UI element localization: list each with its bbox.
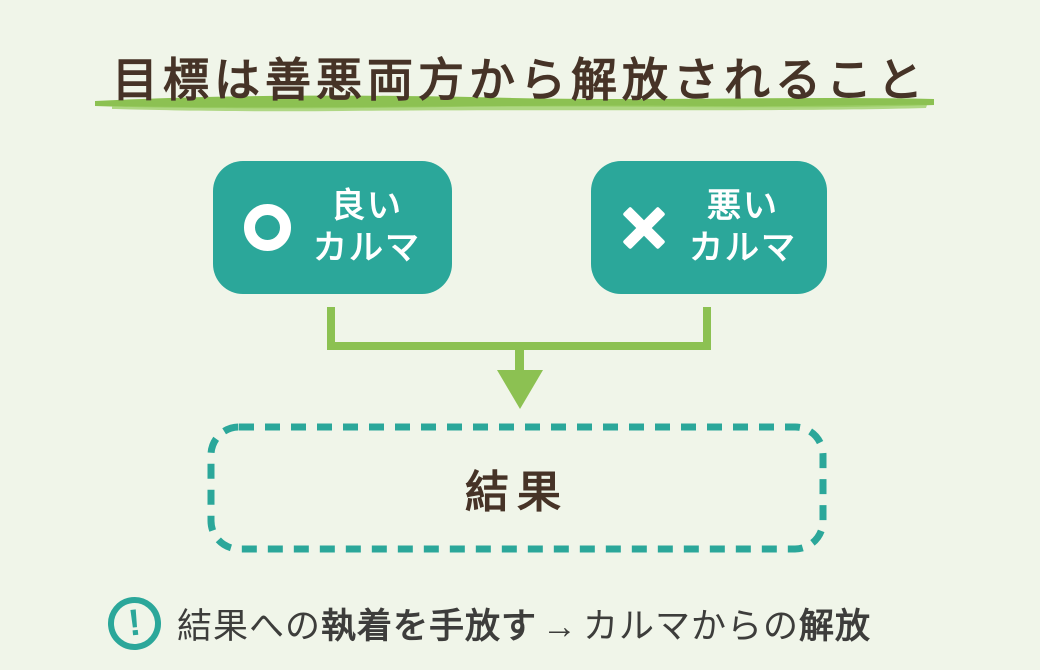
connector-line-left xyxy=(327,307,335,350)
bad-karma-label: 悪い カルマ xyxy=(689,186,797,269)
bad-karma-line1: 悪い xyxy=(707,187,779,226)
result-dashed-border xyxy=(207,423,827,553)
note: ! 結果への執着を手放す→カルマからの解放 xyxy=(105,594,871,653)
note-part3: カルマからの xyxy=(583,607,800,646)
result-label: 結果 xyxy=(465,468,569,517)
note-part2-bold: 執着を手放す xyxy=(321,607,538,646)
exclamation-circle-icon: ! xyxy=(105,594,164,653)
page-title: 目標は善悪両方から解放されること xyxy=(112,54,928,106)
note-part4-bold: 解放 xyxy=(799,607,872,646)
connector-line-right xyxy=(703,307,711,350)
good-karma-line2: カルマ xyxy=(313,228,421,267)
title-underline-brush-icon xyxy=(95,95,934,112)
good-karma-box: 良い カルマ xyxy=(213,161,452,294)
note-text: 結果への執着を手放す→カルマからの解放 xyxy=(177,598,871,649)
good-karma-label: 良い カルマ xyxy=(313,186,421,269)
down-arrow-icon xyxy=(497,370,543,409)
bad-karma-box: 悪い カルマ xyxy=(591,161,827,294)
circle-outline-icon xyxy=(244,204,291,251)
exclamation-glyph: ! xyxy=(126,600,143,644)
bad-karma-line2: カルマ xyxy=(689,228,797,267)
right-arrow-glyph: → xyxy=(542,607,579,646)
good-karma-line1: 良い xyxy=(331,187,403,226)
result-box: 結果 xyxy=(207,423,827,553)
note-part1: 結果への xyxy=(177,607,322,646)
cross-icon xyxy=(621,205,667,251)
connector-line-stem xyxy=(515,342,524,372)
